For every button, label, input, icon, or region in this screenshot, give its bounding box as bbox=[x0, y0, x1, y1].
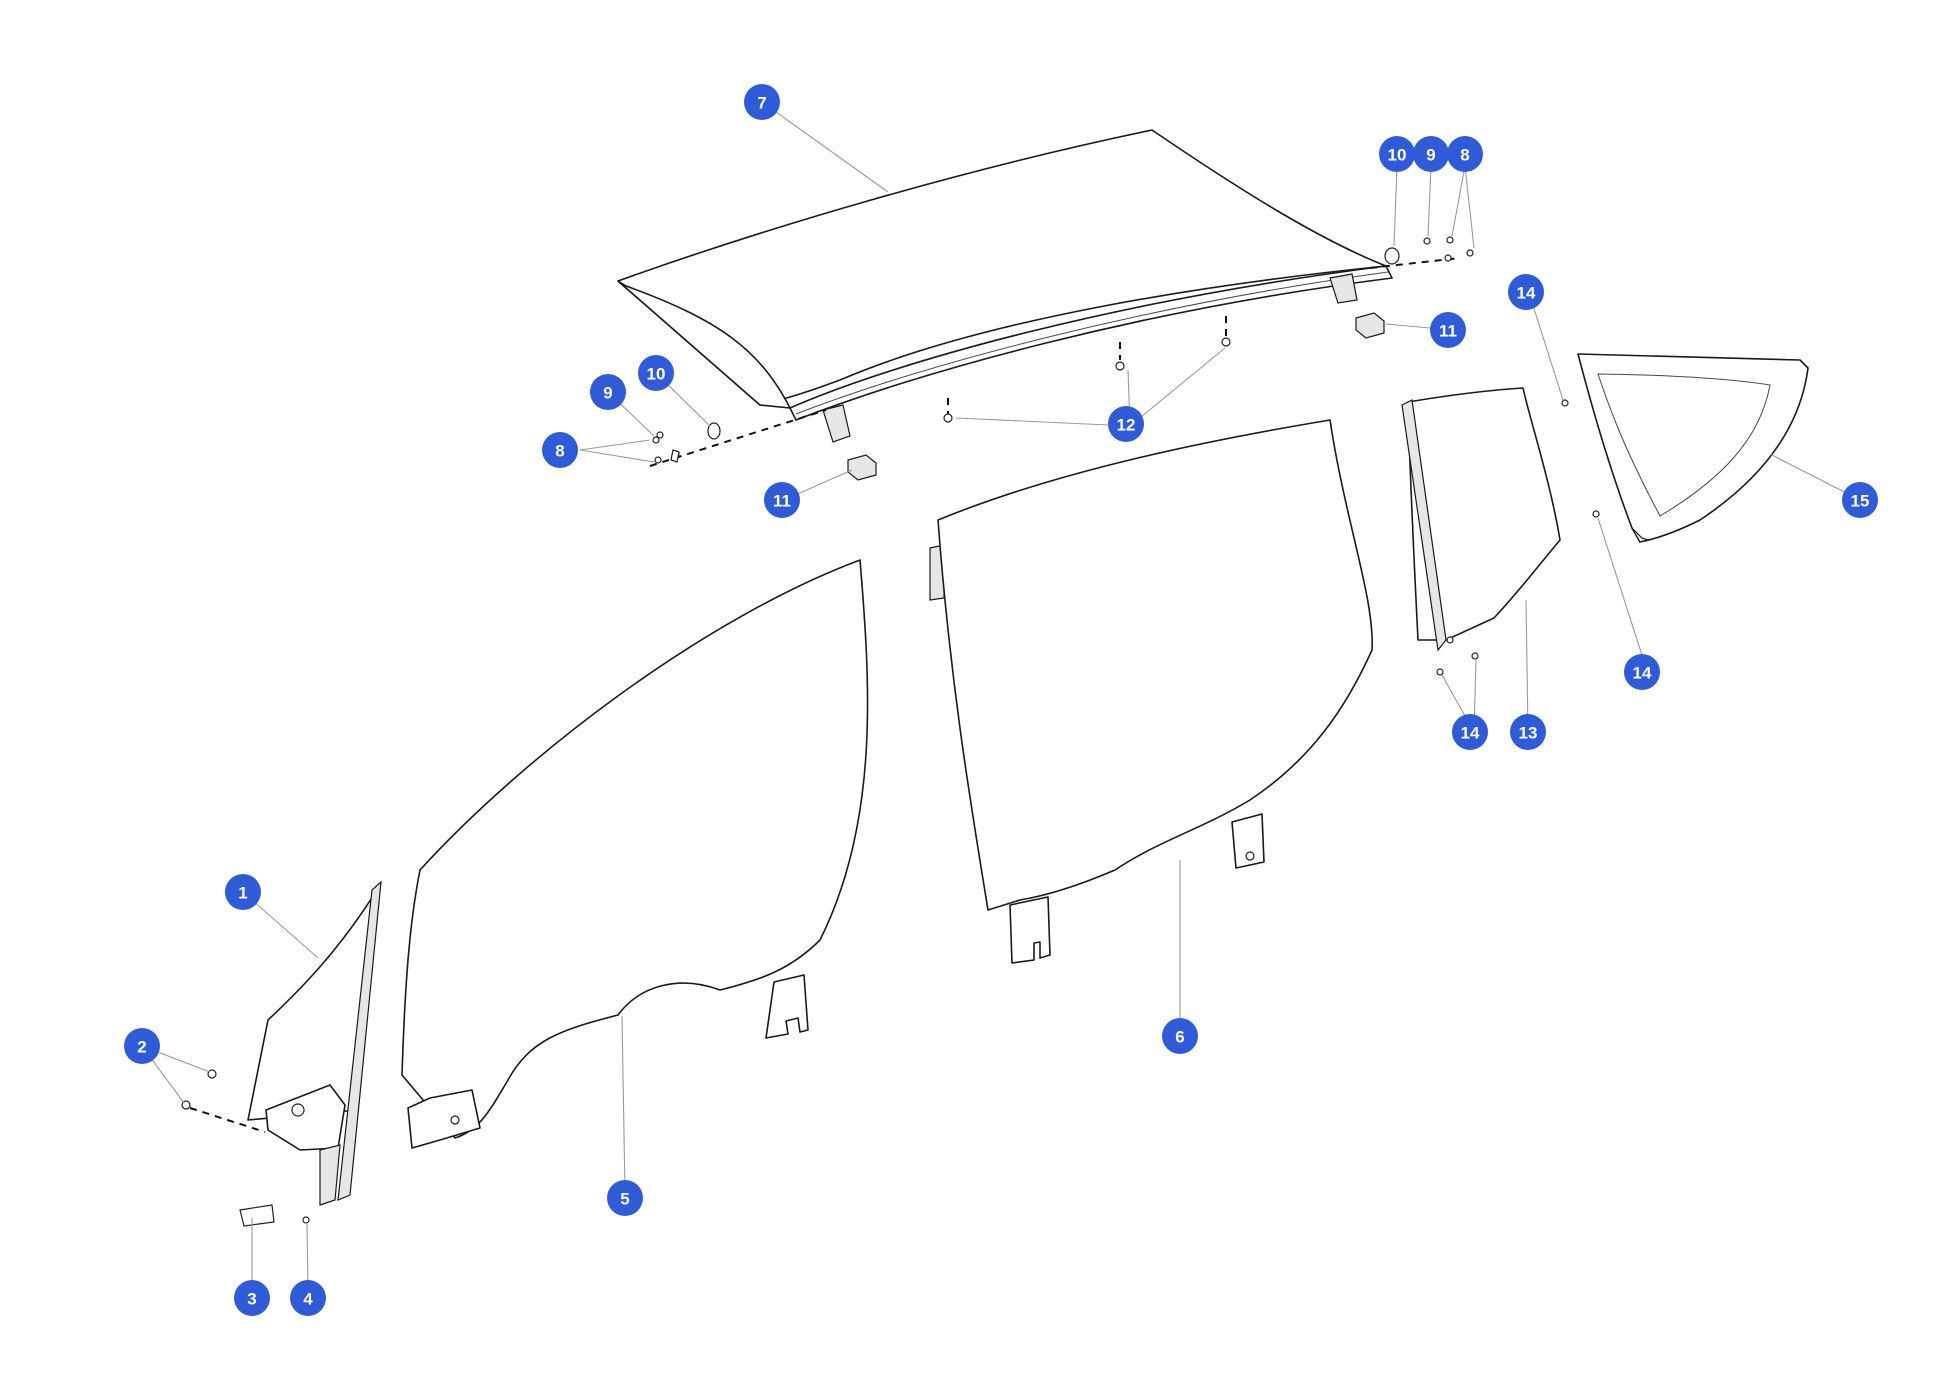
front-door-glass bbox=[401, 559, 869, 1149]
callout-2: 2 bbox=[124, 1028, 160, 1064]
callout-marker bbox=[638, 355, 674, 391]
callout-7-label: 7 bbox=[757, 94, 766, 113]
callout-15: 15 bbox=[1842, 482, 1878, 518]
callout-1: 1 bbox=[225, 874, 261, 910]
callout-marker bbox=[1447, 136, 1483, 172]
callout-marker bbox=[590, 374, 626, 410]
callout-marker bbox=[1430, 312, 1466, 348]
callout-marker bbox=[744, 84, 780, 120]
callout-10-right: 10 bbox=[1379, 136, 1415, 172]
callout-11-right-label: 11 bbox=[1439, 322, 1457, 341]
callout-marker bbox=[542, 432, 578, 468]
right-roof-hardware bbox=[1369, 236, 1474, 269]
callout-6-label: 6 bbox=[1175, 1028, 1184, 1047]
callout-9-right: 9 bbox=[1413, 136, 1449, 172]
callout-12-label: 12 bbox=[1117, 416, 1136, 435]
callout-14-right: 14 bbox=[1624, 654, 1660, 690]
callout-14-right-label: 14 bbox=[1633, 664, 1652, 683]
callout-14-bottom: 14 bbox=[1452, 714, 1488, 750]
callout-marker bbox=[1379, 136, 1415, 172]
callout-marker bbox=[234, 1280, 270, 1316]
callout-marker bbox=[1108, 406, 1144, 442]
callout-10-right-label: 10 bbox=[1388, 146, 1407, 165]
leader-lines bbox=[141, 101, 1861, 1293]
callout-12: 12 bbox=[1108, 406, 1144, 442]
callout-9-right-label: 9 bbox=[1426, 146, 1435, 165]
callout-5: 5 bbox=[607, 1180, 643, 1216]
callout-marker bbox=[1452, 714, 1488, 750]
callout-10-left-label: 10 bbox=[647, 365, 666, 384]
callout-11-right: 11 bbox=[1430, 312, 1466, 348]
callout-15-label: 15 bbox=[1851, 492, 1870, 511]
callout-marker bbox=[290, 1280, 326, 1316]
callout-1-label: 1 bbox=[238, 884, 247, 903]
left-roof-hardware bbox=[649, 409, 827, 467]
callout-5-label: 5 bbox=[620, 1190, 629, 1209]
quarter-glass-hardware bbox=[181, 1069, 310, 1227]
callout-marker bbox=[1162, 1018, 1198, 1054]
callout-marker bbox=[1510, 714, 1546, 750]
callout-8-left-label: 8 bbox=[555, 442, 564, 461]
callout-marker bbox=[1508, 274, 1544, 310]
callout-marker bbox=[124, 1028, 160, 1064]
callout-7: 7 bbox=[744, 84, 780, 120]
rear-quarter-window bbox=[1577, 353, 1809, 543]
callout-4: 4 bbox=[290, 1280, 326, 1316]
callout-14-top-label: 14 bbox=[1517, 284, 1536, 303]
callout-8-left: 8 bbox=[542, 432, 578, 468]
callout-marker bbox=[1413, 136, 1449, 172]
callout-9-left: 9 bbox=[590, 374, 626, 410]
callout-8-right: 8 bbox=[1447, 136, 1483, 172]
callout-3-label: 3 bbox=[247, 1290, 256, 1309]
callout-8-right-label: 8 bbox=[1460, 146, 1469, 165]
callout-2-label: 2 bbox=[137, 1038, 146, 1057]
callout-14-bottom-label: 14 bbox=[1461, 724, 1480, 743]
callout-13: 13 bbox=[1510, 714, 1546, 750]
rear-door-quarter-glass bbox=[1401, 387, 1600, 676]
callout-13-label: 13 bbox=[1519, 724, 1538, 743]
callout-11-left: 11 bbox=[764, 482, 800, 518]
roof-fasteners bbox=[943, 316, 1231, 423]
front-quarter-glass bbox=[247, 880, 382, 1206]
callout-marker bbox=[225, 874, 261, 910]
callout-11-left-label: 11 bbox=[773, 492, 791, 511]
callout-14-top: 14 bbox=[1508, 274, 1544, 310]
callout-10-left: 10 bbox=[638, 355, 674, 391]
callout-marker bbox=[1624, 654, 1660, 690]
callout-marker bbox=[764, 482, 800, 518]
callout-3: 3 bbox=[234, 1280, 270, 1316]
callouts: 1 2 3 4 5 6 7 8 8 9 9 10 10 11 11 12 13 … bbox=[124, 84, 1878, 1316]
rear-door-glass bbox=[929, 419, 1373, 964]
roof-glass-panel bbox=[617, 129, 1393, 443]
callout-4-label: 4 bbox=[303, 1290, 313, 1309]
callout-6: 6 bbox=[1162, 1018, 1198, 1054]
callout-9-left-label: 9 bbox=[603, 384, 612, 403]
callout-marker bbox=[607, 1180, 643, 1216]
callout-marker bbox=[1842, 482, 1878, 518]
